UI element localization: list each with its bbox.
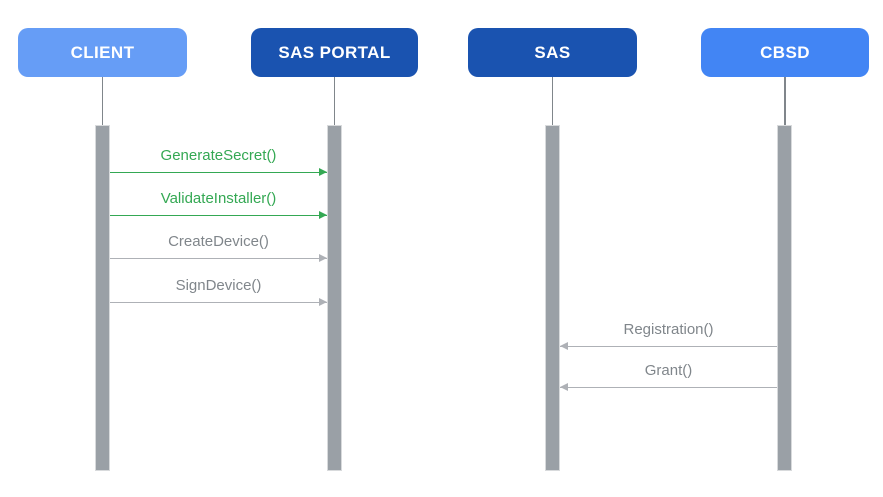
activation-bar-cbsd: [777, 125, 792, 471]
arrow-right-icon: [319, 254, 327, 262]
message-generate-secret: GenerateSecret(): [110, 147, 327, 176]
actor-box-sas: SAS: [468, 28, 637, 77]
actor-box-sas-portal: SAS PORTAL: [251, 28, 418, 77]
message-grant: Grant(): [560, 362, 777, 391]
lifeline-sas-portal: [333, 77, 336, 125]
message-create-device: CreateDevice(): [110, 233, 327, 262]
message-registration: Registration(): [560, 321, 777, 350]
message-arrow-line: [560, 383, 777, 391]
message-arrow-line: [110, 211, 327, 219]
activation-bar-sas-portal: [327, 125, 342, 471]
actor-box-cbsd: CBSD: [701, 28, 869, 77]
actor-label-sas: SAS: [534, 42, 571, 62]
lifeline-client: [101, 77, 104, 125]
message-label: GenerateSecret(): [160, 147, 277, 164]
message-validate-installer: ValidateInstaller(): [110, 190, 327, 219]
actor-label-cbsd: CBSD: [760, 42, 810, 62]
message-arrow-line: [110, 168, 327, 176]
message-label: CreateDevice(): [168, 233, 269, 250]
activation-bar-client: [95, 125, 110, 471]
message-arrow-line: [110, 298, 327, 306]
arrow-right-icon: [319, 168, 327, 176]
lifeline-sas: [551, 77, 554, 125]
arrow-right-icon: [319, 298, 327, 306]
actor-label-sas-portal: SAS PORTAL: [278, 42, 391, 62]
message-arrow-line: [110, 254, 327, 262]
message-label: ValidateInstaller(): [160, 190, 277, 207]
lifeline-cbsd: [784, 77, 786, 125]
actor-box-client: CLIENT: [18, 28, 187, 77]
message-sign-device: SignDevice(): [110, 277, 327, 306]
arrow-left-icon: [560, 383, 568, 391]
message-arrow-line: [560, 342, 777, 350]
arrow-right-icon: [319, 211, 327, 219]
message-label: Registration(): [623, 321, 714, 338]
message-label: SignDevice(): [175, 277, 262, 294]
activation-bar-sas: [545, 125, 560, 471]
arrow-left-icon: [560, 342, 568, 350]
actor-label-client: CLIENT: [70, 42, 135, 62]
message-label: Grant(): [644, 362, 693, 379]
